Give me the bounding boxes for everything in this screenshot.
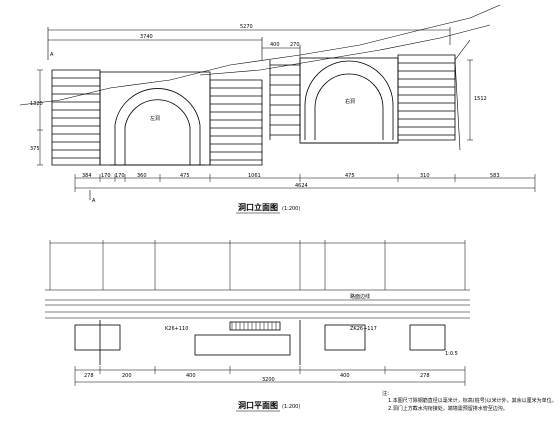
note-1: 1.本图尺寸除钢筋直径以毫米计，标高(桩号)以米计外，其余以厘米为单位。 (388, 397, 557, 404)
dim-bottom-4: 360 (137, 173, 147, 179)
station-right: ZK26+117 (350, 326, 377, 332)
plan-view: 路面边线 K26+110 ZK26+117 1:0.5 (45, 240, 470, 412)
plan-title: 洞口平面图 (238, 400, 278, 410)
notes-heading: 注： (382, 390, 392, 397)
dim-bottom-6: 1061 (248, 173, 261, 179)
dim-bottom-1: 384 (82, 173, 92, 179)
elevation-top-dimensions (47, 27, 451, 60)
dim-top-mid: 400 (270, 42, 280, 48)
dim-top-left: 3740 (140, 34, 153, 40)
dim-left-lower: 375 (30, 146, 40, 152)
elevation-view: 5270 3740 400 270 (19, 4, 536, 214)
elevation-title: 洞口立面图 (238, 202, 278, 212)
right-tunnel-label: 右洞 (345, 98, 355, 105)
dim-bottom-3: 170 (115, 173, 125, 179)
notes: 注： 1.本图尺寸除钢筋直径以毫米计，标高(桩号)以米计外，其余以厘米为单位。 … (382, 390, 557, 412)
station-left: K26+110 (165, 326, 188, 332)
plan-dim-5: 278 (420, 373, 430, 379)
elevation-bottom-dimensions (74, 174, 536, 192)
dim-top-total: 5270 (240, 24, 253, 30)
plan-dim-4: 400 (340, 373, 350, 379)
plan-top-dimensions (49, 240, 466, 290)
dim-left-height: 1320 (30, 101, 43, 107)
left-tunnel-portal (99, 71, 211, 166)
plan-dim-3: 400 (186, 373, 196, 379)
dim-bottom-7: 475 (345, 173, 355, 179)
section-marker-bottom: A (92, 198, 96, 204)
left-tunnel-label: 左洞 (150, 115, 160, 122)
dim-bottom-9: 583 (490, 173, 500, 179)
left-wingwall (51, 69, 101, 166)
plan-center-hatch (231, 322, 277, 330)
dim-bottom-total: 4624 (295, 183, 308, 189)
plan-dim-total: 3200 (262, 377, 275, 383)
dim-top-right: 270 (290, 42, 300, 48)
right-wingwall (397, 54, 456, 141)
dim-bottom-8: 310 (420, 173, 430, 179)
dim-right-height: 1512 (474, 96, 487, 102)
plan-bottom-dimensions (74, 366, 466, 386)
road-edge-label: 路面边线 (350, 293, 370, 300)
note-2: 2.洞门上方截水沟衔接处，端墙需预留排水管至边沟。 (388, 405, 508, 412)
plan-scale: (1:200) (282, 404, 300, 410)
dim-bottom-5: 475 (180, 173, 190, 179)
section-marker-top: A (50, 52, 54, 58)
center-wall (209, 60, 301, 166)
plan-portal-structures (74, 320, 446, 365)
plan-road-lines (45, 289, 470, 319)
dim-bottom-2: 170 (101, 173, 111, 179)
elevation-scale: (1:200) (282, 206, 300, 212)
elevation-side-dimensions (37, 59, 473, 166)
plan-dim-1: 278 (84, 373, 94, 379)
plan-dim-2: 200 (122, 373, 132, 379)
slope-label: 1:0.5 (445, 351, 458, 357)
